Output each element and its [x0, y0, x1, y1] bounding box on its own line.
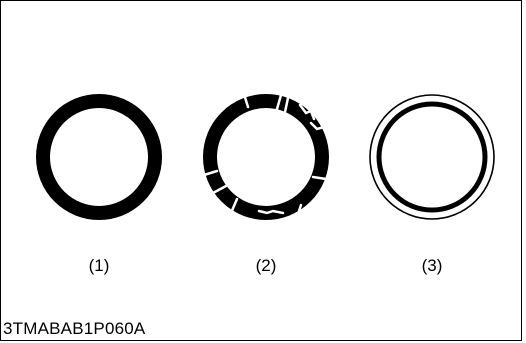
crack-line: [311, 175, 328, 181]
ring-2-band: [203, 94, 329, 220]
crack-line: [283, 96, 290, 114]
caption-ring-3: (3): [421, 256, 443, 275]
crack-line: [297, 203, 305, 217]
ring-3-double: [369, 94, 495, 220]
rings-illustration: [36, 92, 495, 220]
crack-line: [202, 169, 219, 177]
ring-1-solid: [36, 94, 162, 220]
ring-1-band: [36, 94, 162, 220]
crack-line: [309, 121, 326, 131]
crack-line: [242, 92, 250, 109]
crack-line: [257, 209, 285, 215]
ring-3-inner-band: [376, 101, 488, 213]
ring-3-outer-line: [369, 94, 495, 220]
caption-ring-1: (1): [88, 256, 110, 275]
ring-2-broken: [202, 92, 329, 220]
ring-2-cracks: [202, 92, 328, 217]
crack-line: [211, 184, 228, 195]
crack-line: [298, 103, 316, 121]
caption-ring-2: (2): [255, 256, 277, 275]
crack-line: [229, 197, 239, 215]
figure-code: 3TMABAB1P060A: [3, 319, 146, 338]
crack-line: [275, 93, 283, 111]
